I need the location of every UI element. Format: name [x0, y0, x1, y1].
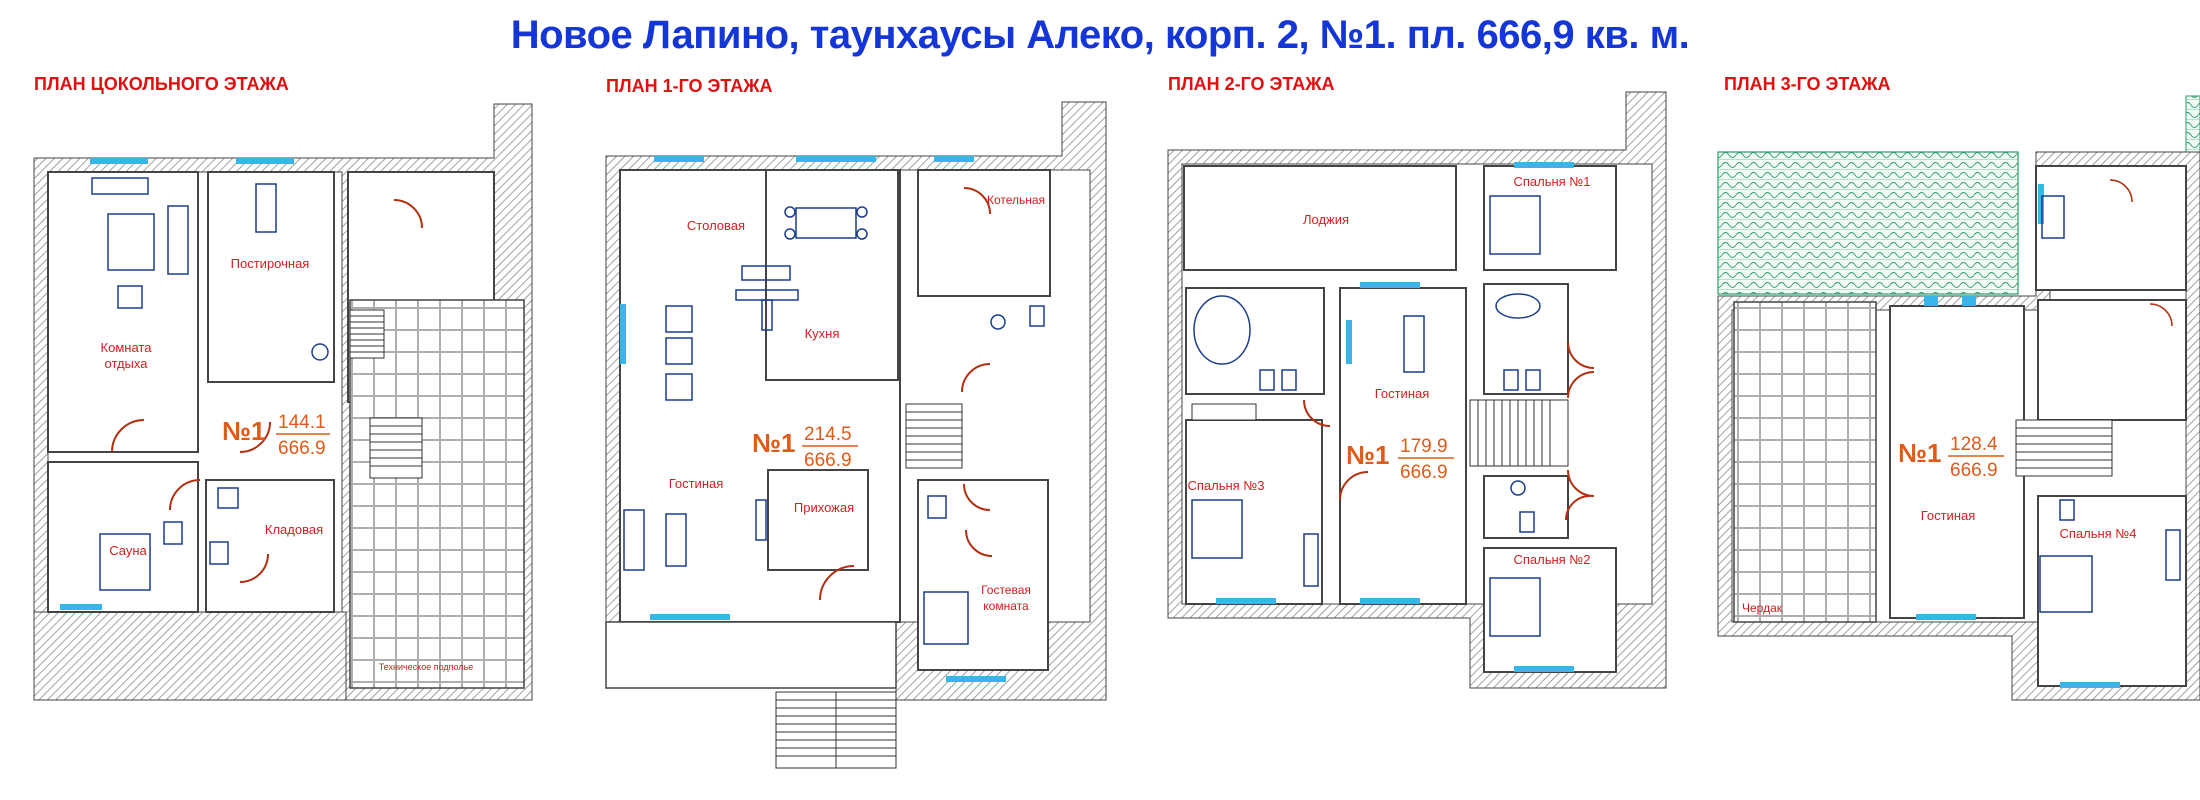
- entrance-stairs: [775, 691, 897, 769]
- room-label: отдыха: [105, 356, 149, 371]
- room-label: Прихожая: [794, 500, 854, 515]
- porch: [605, 621, 897, 689]
- total-area: 666.9: [1950, 460, 1998, 481]
- foundation-band: [33, 611, 347, 701]
- room-loggia: [1183, 165, 1457, 271]
- room-bath-3: [1483, 475, 1569, 539]
- room-bedroom-3: [1185, 419, 1323, 605]
- room-label: Гостиная: [1375, 386, 1430, 401]
- room-label: Техническое подполье: [379, 662, 474, 672]
- unit-number: №1: [1346, 440, 1389, 470]
- room-laundry: [207, 171, 335, 383]
- stairs: [905, 403, 963, 469]
- roof-green: [1717, 151, 2019, 295]
- doors: [2109, 179, 2173, 327]
- room-label: комната: [983, 599, 1029, 613]
- floor-area: 144.1: [278, 412, 326, 433]
- plan-floor-1: ПЛАН 1-ГО ЭТАЖА: [605, 76, 1107, 769]
- room-label: Лоджия: [1303, 212, 1349, 227]
- room-label: Сауна: [109, 543, 147, 558]
- room-bath: [2035, 165, 2187, 291]
- room-label: Постирочная: [231, 256, 310, 271]
- floor-area: 128.4: [1950, 434, 1998, 455]
- total-area: 666.9: [1400, 462, 1448, 483]
- furniture: [91, 177, 329, 591]
- windows: [1216, 162, 1574, 672]
- room-label: Комната: [101, 340, 153, 355]
- plan-title: ПЛАН 1-ГО ЭТАЖА: [606, 76, 772, 96]
- room-label: Спальня №2: [1513, 552, 1590, 567]
- room-guest: [917, 479, 1049, 671]
- furniture: [1191, 195, 1541, 637]
- room-label: Гостиная: [669, 476, 724, 491]
- stairs: [2015, 419, 2113, 477]
- room-label: Столовая: [687, 218, 745, 233]
- furniture: [623, 206, 1045, 645]
- room-hall: [767, 469, 869, 571]
- floor-area: 214.5: [804, 424, 852, 445]
- windows: [60, 158, 294, 610]
- unit-number: №1: [752, 428, 795, 458]
- room-bedroom-1: [1483, 165, 1617, 271]
- doors: [819, 187, 993, 601]
- room-label: Котельная: [987, 193, 1045, 207]
- room-bathroom: [1185, 287, 1325, 395]
- room-label: Кладовая: [265, 522, 323, 537]
- floor-area: 179.9: [1400, 436, 1448, 457]
- room-label: Гостиная: [1921, 508, 1976, 523]
- stairs: [349, 309, 423, 479]
- room-hall: [2037, 299, 2187, 421]
- room-boiler: [917, 169, 1051, 297]
- plan-floor-3: ПЛАН 3-ГО ЭТАЖА: [1717, 74, 2200, 701]
- plan-title: ПЛАН 3-ГО ЭТАЖА: [1724, 74, 1890, 94]
- unit-number: №1: [222, 416, 265, 446]
- page-title: Новое Лапино, таунхаусы Алеко, корп. 2, …: [511, 13, 1690, 57]
- room-living: [1339, 287, 1467, 605]
- attic-left: [1733, 301, 1877, 623]
- room-label: Гостевая: [981, 583, 1031, 597]
- room-label: Чердак: [1742, 601, 1783, 615]
- room-living: [1889, 305, 2025, 619]
- room-sauna: [47, 461, 199, 613]
- room-label: Спальня №1: [1513, 174, 1590, 189]
- room-kitchen: [765, 169, 899, 381]
- windows: [1916, 184, 2120, 688]
- room-bedroom-4: [2037, 495, 2187, 687]
- room-label: Спальня №4: [2059, 526, 2136, 541]
- stairs: [1191, 399, 1569, 467]
- doors: [111, 199, 423, 583]
- plan-floor-2: ПЛАН 2-ГО ЭТАЖА: [1167, 74, 1667, 689]
- total-area: 666.9: [278, 438, 326, 459]
- unit-number: №1: [1898, 438, 1941, 468]
- plan-basement: ПЛАН ЦОКОЛЬНОГО ЭТАЖА: [33, 74, 533, 701]
- room-label: Спальня №3: [1187, 478, 1264, 493]
- plan-title: ПЛАН 2-ГО ЭТАЖА: [1168, 74, 1334, 94]
- total-area: 666.9: [804, 450, 852, 471]
- furniture: [2039, 195, 2181, 613]
- technical-underfloor: [349, 299, 525, 689]
- room-label: Кухня: [805, 326, 840, 341]
- windows: [620, 156, 1006, 682]
- room-rest: [47, 171, 199, 453]
- doors: [1303, 341, 1595, 521]
- room-storage: [205, 479, 335, 613]
- plan-title: ПЛАН ЦОКОЛЬНОГО ЭТАЖА: [34, 74, 289, 94]
